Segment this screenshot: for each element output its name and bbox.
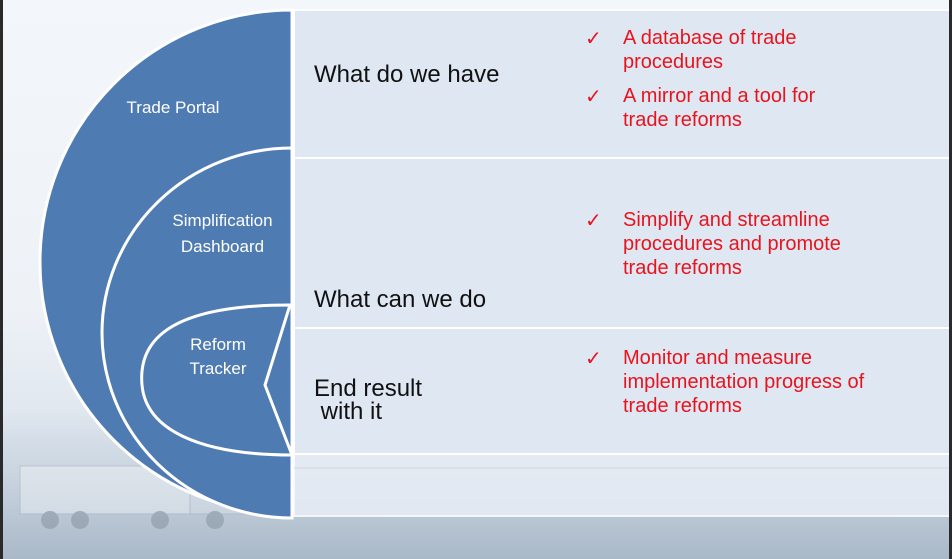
- bullet-line: A database of trade: [623, 27, 797, 49]
- bullet-item: ✓ Monitor and measure implementation pro…: [585, 346, 945, 418]
- question-what-can-we-do: What can we do with it: [314, 215, 486, 497]
- bullet-item: ✓ A mirror and a tool for trade reforms: [585, 84, 945, 132]
- reform-tracker-arc: [140, 303, 295, 457]
- panel-what-do-we-have: [293, 9, 951, 159]
- bullets-row-3: ✓ Monitor and measure implementation pro…: [585, 346, 945, 418]
- reform-line-1: Reform: [190, 335, 246, 354]
- checkmark-icon: ✓: [585, 84, 602, 108]
- panel-end-result: [293, 327, 951, 455]
- checkmark-icon: ✓: [585, 26, 602, 50]
- panel-what-can-we-do: [293, 157, 951, 329]
- checkmark-icon: ✓: [585, 208, 602, 232]
- slide-border-left: [0, 0, 3, 559]
- bullets-row-1: ✓ A database of trade procedures ✓ A mir…: [585, 26, 945, 132]
- slide-border-right: [949, 0, 952, 559]
- layer-label-trade-portal: Trade Portal: [126, 98, 220, 117]
- checkmark-icon: ✓: [585, 346, 602, 370]
- bullet-line: implementation progress of: [623, 371, 865, 393]
- question-what-do-we-have: What do we have: [314, 61, 500, 88]
- bullet-line: trade reforms: [623, 109, 742, 131]
- simplification-line-2: Dashboard: [180, 237, 265, 256]
- bullet-item: ✓ Simplify and streamline procedures and…: [585, 208, 945, 280]
- bullet-line: A mirror and a tool for: [623, 85, 816, 107]
- bullet-line: trade reforms: [623, 257, 742, 279]
- reform-line-2: Tracker: [189, 359, 247, 378]
- layer-label-simplification-dashboard: Simplification Dashboard: [160, 210, 285, 258]
- bullet-line: trade reforms: [623, 395, 742, 417]
- simplification-line-1: Simplification: [172, 211, 273, 230]
- bullet-line: procedures and promote: [623, 233, 841, 255]
- bullet-line: Simplify and streamline: [623, 209, 830, 231]
- bullet-line: Monitor and measure: [623, 347, 812, 369]
- bullet-item: ✓ A database of trade procedures: [585, 26, 945, 74]
- layer-label-reform-tracker: Reform Tracker: [178, 334, 258, 380]
- bullets-row-2: ✓ Simplify and streamline procedures and…: [585, 208, 945, 280]
- question-line-1: What can we do: [314, 286, 487, 313]
- bullet-line: procedures: [623, 51, 724, 73]
- question-line-2: with it: [314, 398, 383, 425]
- question-end-result: End result: [314, 375, 423, 402]
